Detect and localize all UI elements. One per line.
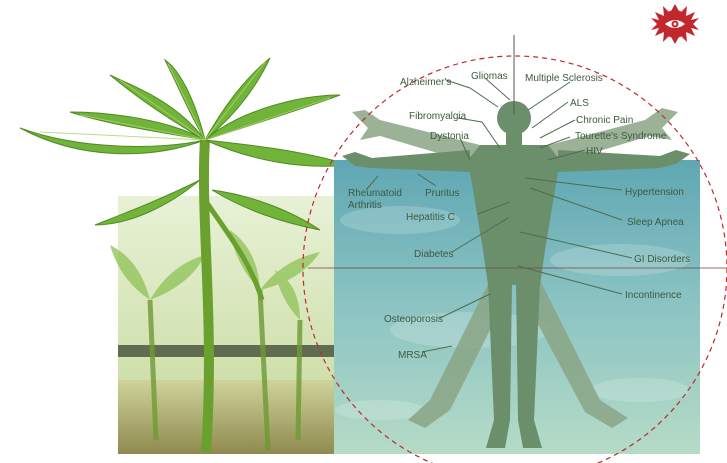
leader-lines: [365, 77, 633, 353]
label-hepatitis-c: Hepatitis C: [406, 212, 455, 223]
label-pruritus: Pruritus: [425, 188, 459, 199]
label-fibromyalgia: Fibromyalgia: [409, 111, 467, 122]
label-hiv: HIV: [586, 146, 603, 157]
label-multiple-sclerosis: Multiple Sclerosis: [525, 73, 603, 84]
human-figure: [342, 101, 690, 448]
label-gi-disorders: GI Disorders: [634, 254, 690, 265]
label-gliomas: Gliomas: [471, 71, 508, 82]
label-alzheimers: Alzheimer's: [400, 77, 451, 88]
label-osteoporosis: Osteoporosis: [384, 314, 443, 325]
label-als: ALS: [570, 98, 589, 109]
label-rheumatoid-line1: Rheumatoid: [348, 188, 402, 199]
eye-emblem-icon: [651, 4, 699, 44]
label-chronic-pain: Chronic Pain: [576, 115, 633, 126]
condition-labels: Alzheimer's Gliomas Multiple Sclerosis A…: [348, 71, 690, 361]
label-diabetes: Diabetes: [414, 249, 453, 260]
label-hypertension: Hypertension: [625, 187, 684, 198]
label-incontinence: Incontinence: [625, 290, 682, 301]
label-rheumatoid-line2: Arthritis: [348, 200, 382, 211]
label-sleep-apnea: Sleep Apnea: [627, 217, 684, 228]
cannabis-plant-photo: [19, 57, 351, 454]
label-mrsa: MRSA: [398, 350, 427, 361]
label-dystonia: Dystonia: [430, 131, 469, 142]
label-tourettes: Tourette's Syndrome: [575, 131, 667, 142]
